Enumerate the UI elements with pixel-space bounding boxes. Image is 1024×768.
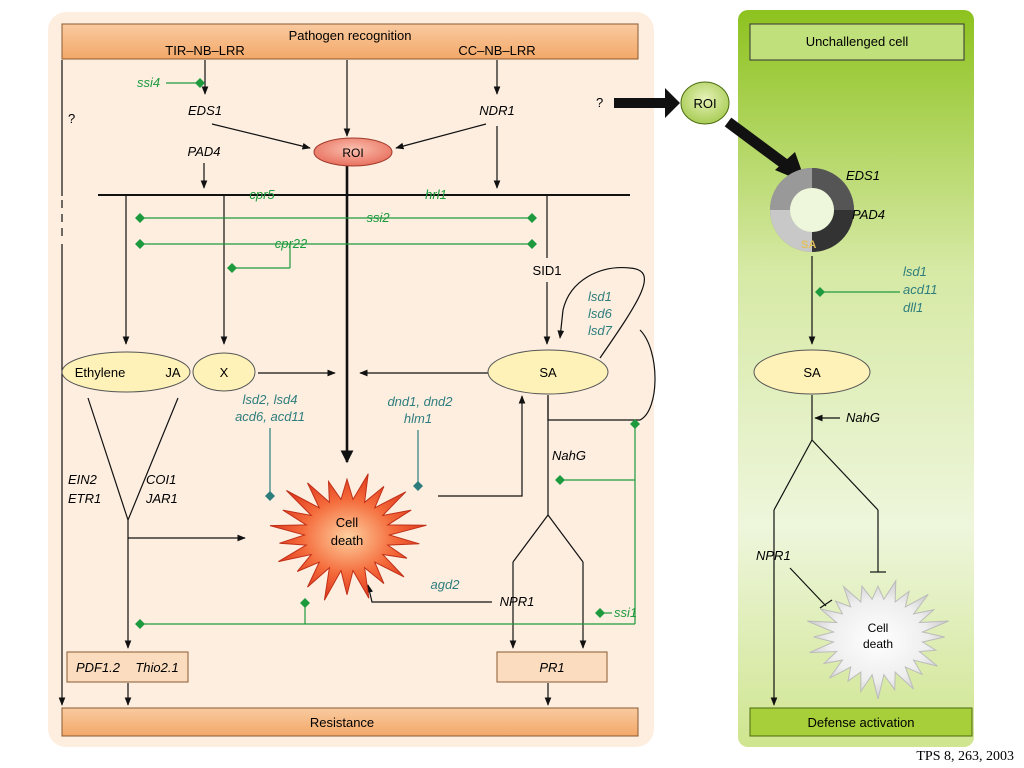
jar1-label: JAR1 (145, 491, 178, 506)
big-arrow-to-roi (665, 88, 680, 118)
cc-nb-lrr-label: CC–NB–LRR (458, 43, 535, 58)
dll1-right-label: dll1 (903, 300, 923, 315)
ndr1-label: NDR1 (479, 103, 514, 118)
hrl1-label: hrl1 (425, 187, 447, 202)
ethylene-ja-oval (61, 351, 191, 393)
lsd1-right-label: lsd1 (903, 264, 927, 279)
question-mid-label: ? (596, 95, 603, 110)
lsd1-label: lsd1 (588, 289, 612, 304)
nahg-right-label: NahG (846, 410, 880, 425)
question-left-label: ? (68, 111, 75, 126)
resistance-label: Resistance (310, 715, 374, 730)
roi-label: ROI (342, 146, 363, 160)
pr1-box (496, 651, 608, 683)
cell-death-burst (269, 473, 427, 601)
sa-cycle-label: SA (801, 239, 816, 251)
defense-activation-label: Defense activation (808, 715, 915, 730)
roi-green-oval (680, 81, 730, 125)
hlm1-label: hlm1 (404, 411, 432, 426)
etr1-label: ETR1 (68, 491, 101, 506)
cell-death-right-death: death (863, 637, 893, 651)
ja-label: JA (165, 365, 181, 380)
ein2-label: EIN2 (68, 472, 98, 487)
pathogen-recognition-box (61, 23, 639, 60)
pdf-label: PDF1.2 (76, 660, 121, 675)
ssi1-label: ssi1 (614, 605, 637, 620)
x-oval (192, 352, 256, 392)
lsd2-label: lsd2, lsd4 (243, 392, 298, 407)
npr1-right-label: NPR1 (756, 548, 791, 563)
lsd6-label: lsd6 (588, 306, 613, 321)
eds1-label: EDS1 (188, 103, 222, 118)
nahg-left-label: NahG (552, 448, 586, 463)
unchallenged-cell-label: Unchallenged cell (806, 34, 909, 49)
unchallenged-cell-box (749, 23, 965, 61)
lsd7-label: lsd7 (588, 323, 613, 338)
acd6-label: acd6, acd11 (235, 409, 305, 424)
acd11-right-label: acd11 (903, 282, 937, 297)
cpr5-label: cpr5 (249, 187, 275, 202)
pathogen-recognition-label: Pathogen recognition (289, 28, 412, 43)
pdf-thio-box (66, 651, 189, 683)
ssi2-label: ssi2 (366, 210, 390, 225)
pad4-right-label: PAD4 (852, 207, 885, 222)
x-label: X (220, 365, 229, 380)
pr1-label: PR1 (539, 660, 564, 675)
sa-oval (487, 349, 609, 395)
citation: TPS 8, 263, 2003 (916, 749, 1014, 764)
sid1-label: SID1 (533, 263, 562, 278)
pad4-label: PAD4 (188, 144, 221, 159)
thio-label: Thio2.1 (135, 660, 178, 675)
coi1-label: COI1 (146, 472, 176, 487)
sa-label: SA (539, 365, 557, 380)
cell-death-right-cell: Cell (868, 621, 889, 635)
defense-activation-box (749, 707, 973, 737)
npr1-left-label: NPR1 (500, 594, 535, 609)
eds1-pad4-cycle (770, 168, 854, 252)
eds1-right-label: EDS1 (846, 168, 880, 183)
agd2-label: agd2 (431, 577, 461, 592)
cell-death-death-label: death (331, 533, 364, 548)
resistance-box (61, 707, 639, 737)
ssi4-label: ssi4 (137, 75, 160, 90)
roi-green-label: ROI (693, 96, 716, 111)
green-inhibition-markers (135, 78, 640, 629)
ethylene-label: Ethylene (75, 365, 126, 380)
tir-nb-lrr-label: TIR–NB–LRR (165, 43, 244, 58)
roi-oval (313, 137, 393, 167)
dnd-label: dnd1, dnd2 (387, 394, 453, 409)
cell-death-cell-label: Cell (336, 515, 359, 530)
cell-death-gray-burst (807, 578, 949, 700)
sa-right-label: SA (803, 365, 821, 380)
sa-right-oval (753, 349, 871, 395)
cpr22-label: cpr22 (275, 236, 308, 251)
